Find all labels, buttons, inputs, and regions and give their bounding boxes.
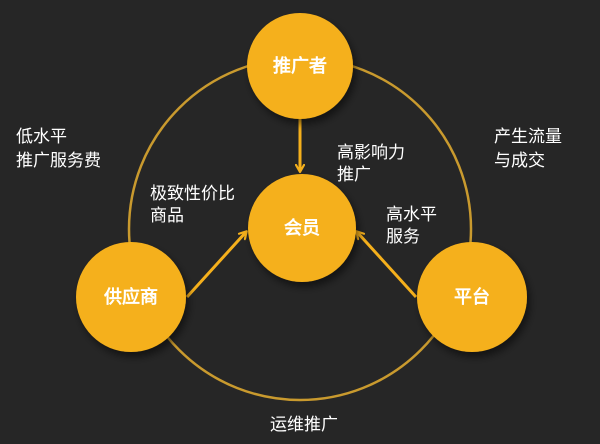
label-platform-to-member-1: 高水平: [386, 205, 437, 225]
label-platform-to-member-2: 服务: [386, 227, 420, 247]
label-promoter-to-member-1: 高影响力: [337, 143, 405, 163]
node-member: 会员: [248, 174, 356, 282]
label-promoter-platform-2: 与成交: [494, 151, 545, 171]
label-supplier-to-member-1: 极致性价比: [150, 184, 235, 204]
label-promoter-platform-1: 产生流量: [494, 127, 562, 147]
label-supplier-to-member-2: 商品: [150, 206, 184, 226]
label-promoter-to-member-2: 推广: [337, 165, 371, 185]
label-promoter-supplier-2: 推广服务费: [16, 151, 101, 171]
label-supplier-platform: 运维推广: [270, 415, 338, 435]
node-supplier-label: 供应商: [103, 286, 158, 308]
arrow-platform-to-member: [357, 232, 418, 299]
node-supplier: 供应商: [76, 242, 186, 352]
label-promoter-supplier-1: 低水平: [16, 127, 67, 147]
arrow-supplier-to-member: [185, 232, 246, 299]
node-promoter-label: 推广者: [273, 55, 327, 77]
node-platform: 平台: [417, 242, 527, 352]
node-promoter: 推广者: [247, 13, 353, 119]
node-platform-label: 平台: [454, 286, 490, 308]
node-member-label: 会员: [284, 217, 320, 239]
